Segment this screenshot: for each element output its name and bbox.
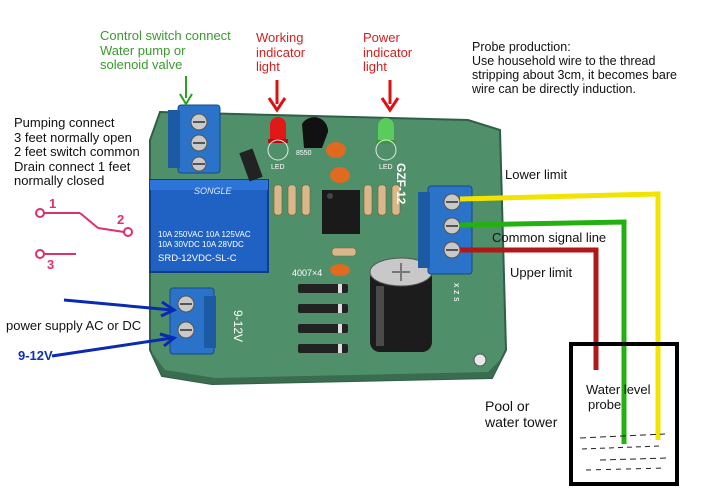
ic-chip <box>322 190 360 234</box>
water-surface-dashes <box>579 433 669 471</box>
rectifier-diodes <box>298 284 348 353</box>
working-indicator-label: Working indicator light <box>256 30 306 75</box>
pcb-shade <box>150 350 506 384</box>
wire-green-common <box>459 219 627 444</box>
red-arrow-power <box>380 80 400 113</box>
ceramic-capacitors <box>326 142 350 276</box>
diode-flyback <box>239 148 263 182</box>
pool-container <box>569 342 679 486</box>
board-voltage: 9-12V <box>231 310 245 343</box>
pool-label: Pool or water tower <box>485 398 558 430</box>
board-id: GZF-12 <box>394 163 408 205</box>
relay-rating-2: 10A 30VDC 10A 28VDC <box>158 240 244 249</box>
red-led <box>267 117 289 161</box>
resistors <box>273 184 401 257</box>
led-label-green: LED <box>379 164 393 171</box>
pumping-label: Pumping connect 3 feet normally open 2 f… <box>14 115 140 189</box>
upper-limit-label: Upper limit <box>510 265 573 280</box>
wire-yellow-lower-limit <box>459 191 661 440</box>
switch-symbol <box>35 208 133 259</box>
pin-3-label: 3 <box>47 257 55 272</box>
electrolytic-capacitor <box>369 257 433 352</box>
led-label-red: LED <box>271 164 285 171</box>
relay <box>149 179 269 273</box>
control-switch-label: Control switch connect Water pump or sol… <box>100 28 231 73</box>
green-arrow <box>179 76 193 106</box>
pin-2-label: 2 <box>117 212 125 227</box>
mount-hole-bottom-right <box>473 353 487 367</box>
power-indicator-label: Power indicator light <box>363 30 413 75</box>
relay-model: SRD-12VDC-SL-C <box>158 253 237 264</box>
power-terminal-block <box>169 287 216 355</box>
probe-production-note: Probe production: Use household wire to … <box>472 40 677 96</box>
relay-rating-1: 10A 250VAC 10A 125VAC <box>158 230 251 239</box>
diode-label: 4007×4 <box>292 268 323 278</box>
power-supply-label: power supply AC or DC <box>6 318 142 333</box>
common-signal-label: Common signal line <box>492 230 607 245</box>
zsx-label: x z s <box>452 283 462 302</box>
wire-red-upper-limit <box>460 247 599 370</box>
pin-1-label: 1 <box>49 196 57 211</box>
top-terminal-block <box>168 104 221 174</box>
blue-arrow-lower <box>51 332 178 358</box>
green-led <box>375 118 397 161</box>
red-arrow-working <box>267 80 287 113</box>
water-level-probe-label: Water level probe <box>586 382 651 412</box>
lower-limit-label: Lower limit <box>505 167 568 182</box>
voltage-label: 9-12V <box>18 348 53 363</box>
relay-brand: SONGLE <box>194 186 232 196</box>
transistor-8550 <box>302 117 329 148</box>
transistor-label: 8550 <box>296 150 312 157</box>
blue-arrow-upper <box>63 298 178 318</box>
